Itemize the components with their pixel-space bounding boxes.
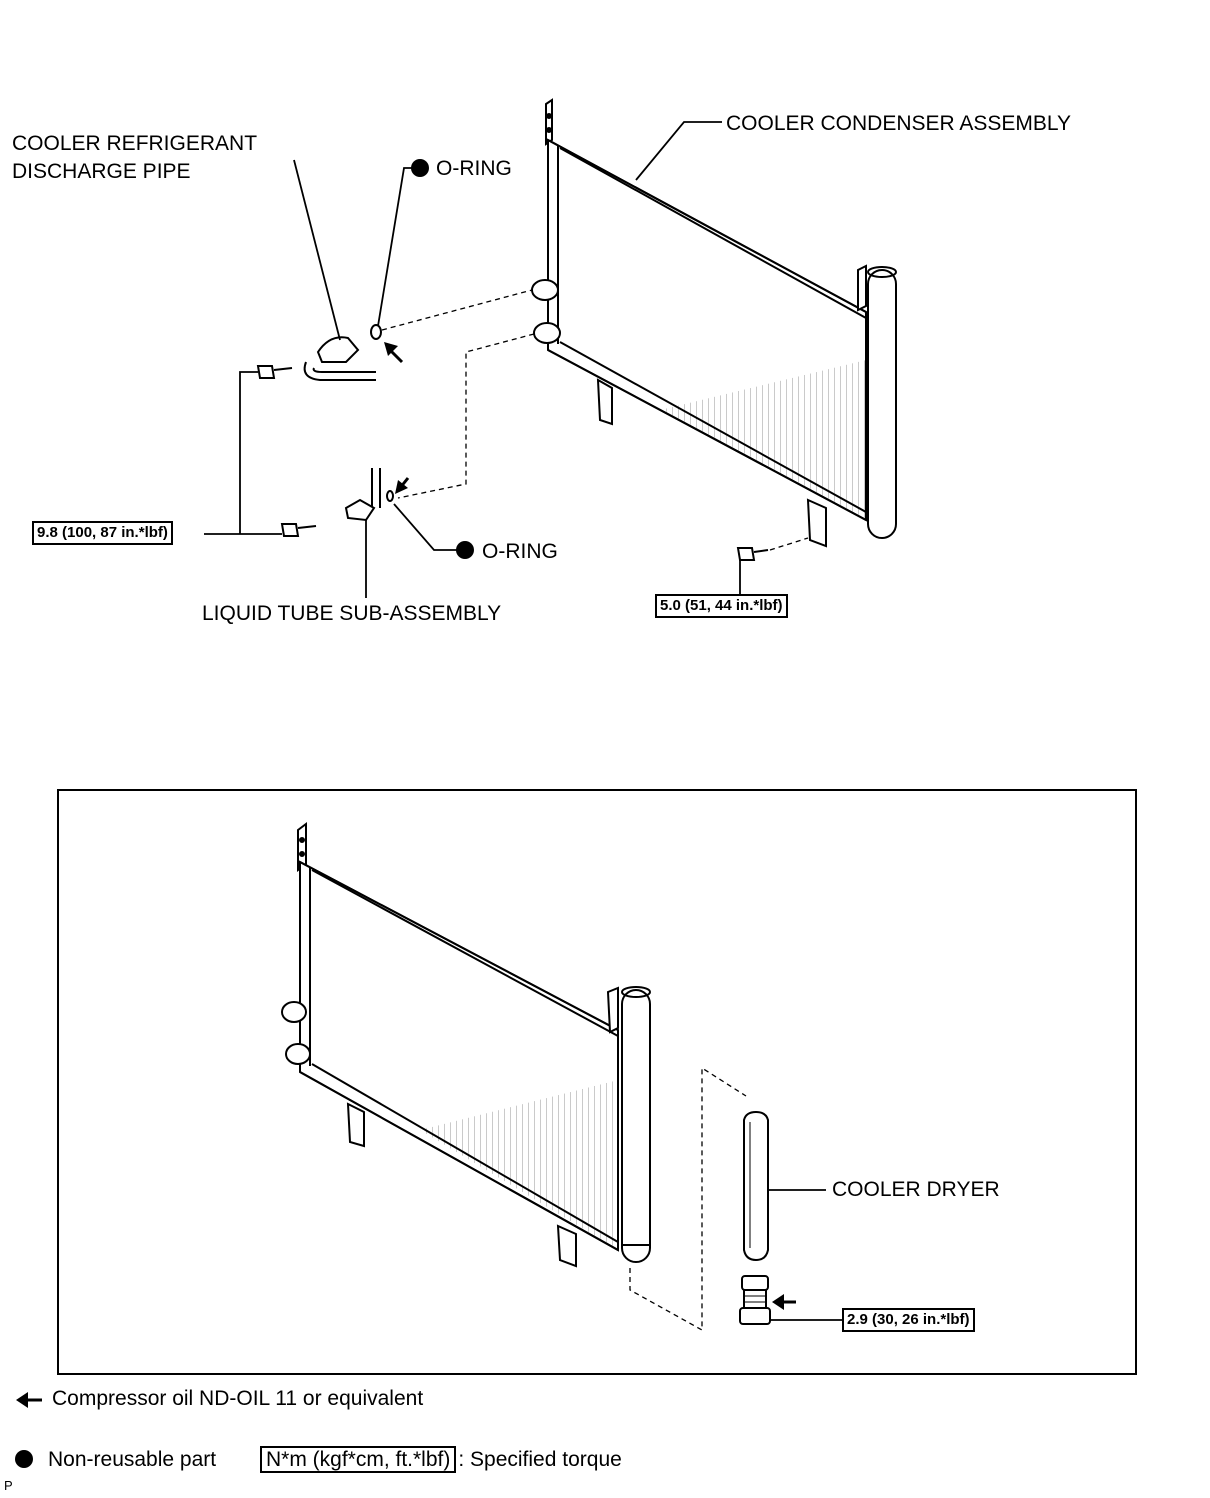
legend-torque: N*m (kgf*cm, ft.*lbf): Specified torque — [260, 1446, 622, 1473]
legend-torque-text: : Specified torque — [458, 1448, 622, 1471]
legend-nonreusable: Non-reusable part — [48, 1448, 217, 1471]
torque-condenser-bolt: 5.0 (51, 44 in.*lbf) — [655, 594, 788, 618]
label-oring-top: O-RING — [436, 157, 512, 180]
alignment-dashes-top — [381, 289, 809, 551]
label-oring-bottom: O-RING — [482, 540, 558, 563]
oil-arrow-legend-icon — [16, 1392, 42, 1408]
legend-oil: Compressor oil ND-OIL 11 or equivalent — [52, 1387, 424, 1410]
cooler-dryer-part — [743, 1110, 769, 1262]
label-cooler-dryer: COOLER DRYER — [832, 1178, 1000, 1201]
legend-torque-unit: N*m (kgf*cm, ft.*lbf) — [260, 1446, 457, 1473]
label-discharge-pipe: COOLER REFRIGERANT DISCHARGE PIPE — [12, 132, 258, 183]
detail-frame — [57, 789, 1137, 1375]
nonreusable-dot-legend-icon — [15, 1450, 33, 1468]
label-liquid-tube: LIQUID TUBE SUB-ASSEMBLY — [202, 602, 502, 625]
leader-lines-top — [204, 121, 741, 598]
torque-pipe-bolts: 9.8 (100, 87 in.*lbf) — [32, 521, 173, 545]
leader-lines-bottom — [768, 1189, 842, 1321]
dryer-plug — [739, 1275, 771, 1325]
pipes-top — [256, 324, 769, 561]
oil-arrows-top — [384, 342, 410, 494]
condenser-bottom — [281, 822, 651, 1268]
corner-mark: P — [4, 1478, 13, 1493]
nonreusable-dot-top — [411, 159, 429, 177]
nonreusable-dot-bottom — [456, 541, 474, 559]
torque-dryer-plug: 2.9 (30, 26 in.*lbf) — [842, 1308, 975, 1332]
label-condenser: COOLER CONDENSER ASSEMBLY — [726, 112, 1072, 135]
condenser-top — [531, 98, 897, 548]
oil-arrow-bottom — [772, 1294, 796, 1310]
